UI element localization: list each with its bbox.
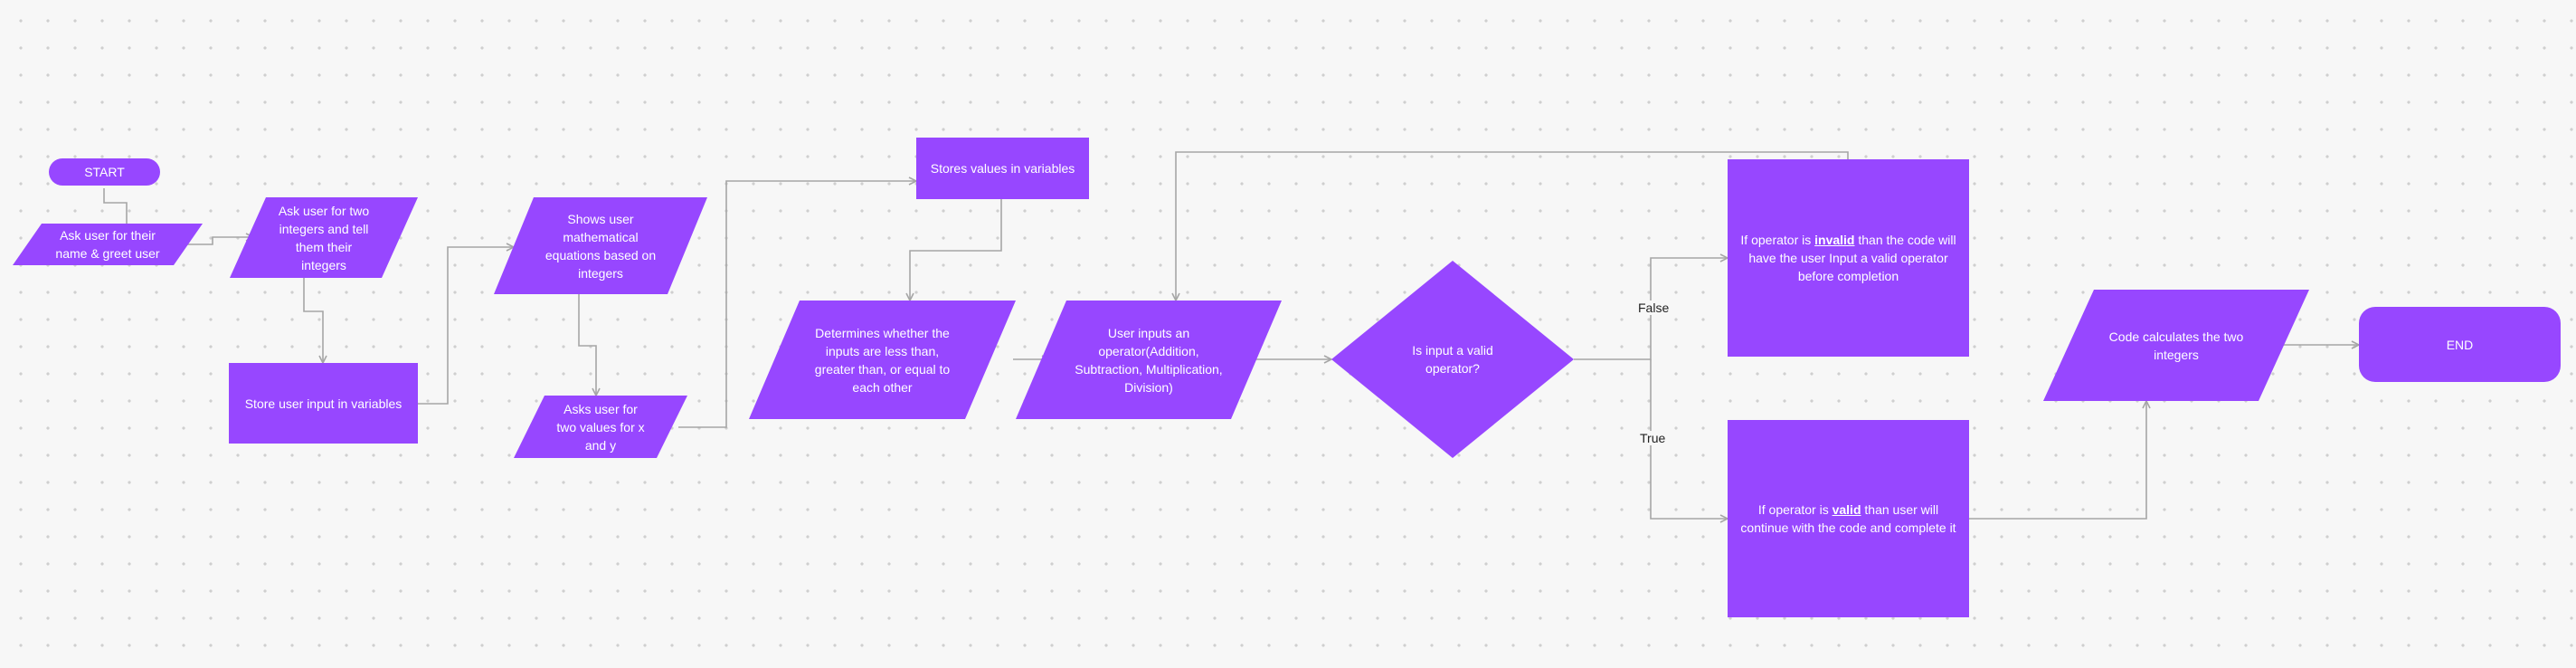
valid-post: than user will continue with the code an…	[1740, 502, 1956, 535]
edge-decision-to-valid	[1650, 359, 1728, 519]
invalid-pre: If operator is	[1740, 233, 1815, 247]
show-equations-node: Shows user mathematical equations based …	[494, 197, 707, 294]
ask-integers-node: Ask user for two integers and tell them …	[230, 197, 418, 278]
invalid-operator-label: If operator is invalid than the code wil…	[1729, 231, 1966, 285]
calculates-label: Code calculates the two integers	[2108, 329, 2244, 362]
valid-operator-node: If operator is valid than user will cont…	[1728, 420, 1969, 617]
ask-integers-label: Ask user for two integers and tell them …	[278, 203, 370, 272]
edge-ask-integers-to-store-input	[303, 278, 323, 363]
true-edge-label: True	[1637, 431, 1669, 445]
edge-ask-xy-to-store-values	[678, 181, 916, 428]
calculates-node: Code calculates the two integers	[2043, 290, 2309, 401]
ask-xy-label: Asks user for two values for x and y	[556, 401, 645, 453]
store-input-label: Store user input in variables	[244, 396, 402, 411]
show-equations-label: Shows user mathematical equations based …	[545, 211, 657, 281]
edge-ask-name-to-ask-integers	[186, 237, 253, 245]
invalid-post: than the code will have the user Input a…	[1748, 233, 1956, 283]
edge-start-to-ask-name	[103, 188, 128, 224]
end-node: END	[2359, 307, 2561, 382]
ask-name-label: Ask user for their name & greet user	[55, 228, 160, 261]
start-label: START	[84, 165, 125, 179]
valid-operator-label: If operator is valid than user will cont…	[1729, 501, 1966, 537]
false-edge-label: False	[1635, 301, 1672, 315]
store-values-label: Stores values in variables	[930, 161, 1075, 176]
store-input-node: Store user input in variables	[229, 363, 418, 444]
start-node: START	[49, 158, 160, 186]
edge-store-input-to-show-equations	[418, 247, 514, 405]
ask-xy-node: Asks user for two values for x and y	[514, 396, 687, 458]
determines-node: Determines whether the inputs are less t…	[749, 301, 1016, 419]
edge-store-values-to-determines	[910, 199, 1002, 301]
edge-invalid-loop-to-operator	[1176, 151, 1849, 301]
invalid-operator-node: If operator is invalid than the code wil…	[1728, 159, 1969, 357]
valid-word: valid	[1832, 502, 1861, 517]
decision-node: Is input a valid operator?	[1331, 261, 1574, 458]
ask-name-node: Ask user for their name & greet user	[13, 224, 203, 265]
invalid-word: invalid	[1814, 233, 1855, 247]
end-label: END	[2446, 337, 2474, 352]
edge-valid-to-calculates	[1969, 401, 2146, 520]
operator-input-label: User inputs an operator(Addition, Subtra…	[1075, 325, 1223, 395]
valid-pre: If operator is	[1757, 502, 1833, 517]
edge-show-equations-to-ask-xy	[578, 294, 596, 396]
determines-label: Determines whether the inputs are less t…	[814, 325, 951, 395]
store-values-node: Stores values in variables	[916, 138, 1089, 199]
operator-input-node: User inputs an operator(Addition, Subtra…	[1016, 301, 1282, 419]
decision-label: Is input a valid operator?	[1412, 343, 1493, 376]
